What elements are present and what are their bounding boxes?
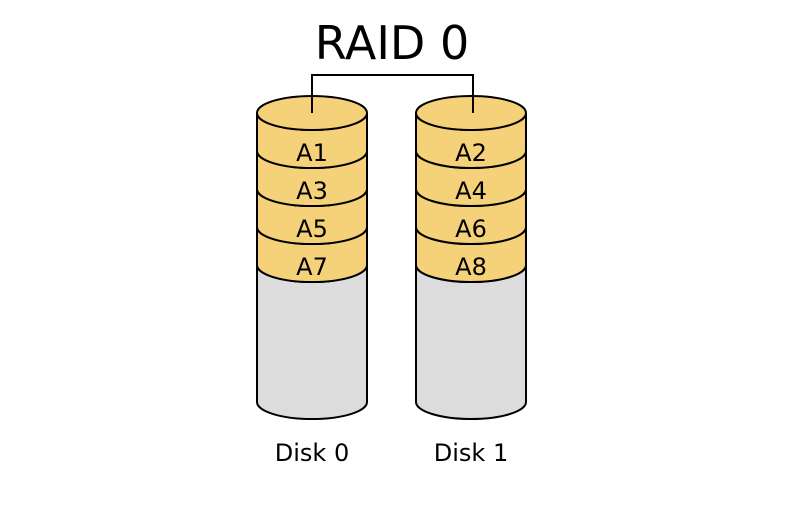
disk-0-block-label: A7 <box>296 253 328 281</box>
disk-1-block-label: A8 <box>455 253 487 281</box>
disk-1-block-label: A2 <box>455 139 487 167</box>
disk-0-block-label: A1 <box>296 139 328 167</box>
disk-0-label: Disk 0 <box>275 439 349 467</box>
controller-connector <box>311 74 474 113</box>
disk-1-empty-space <box>415 264 527 420</box>
disk-1-top-cap <box>415 95 527 131</box>
diagram-title: RAID 0 <box>315 16 469 70</box>
disk-1-block-label: A6 <box>455 215 487 243</box>
disk-1-block-label: A4 <box>455 177 487 205</box>
disk-0-empty-space <box>256 264 368 420</box>
disk-0-block-label: A3 <box>296 177 328 205</box>
disk-0-block-label: A5 <box>296 215 328 243</box>
disk-1-label: Disk 1 <box>434 439 508 467</box>
